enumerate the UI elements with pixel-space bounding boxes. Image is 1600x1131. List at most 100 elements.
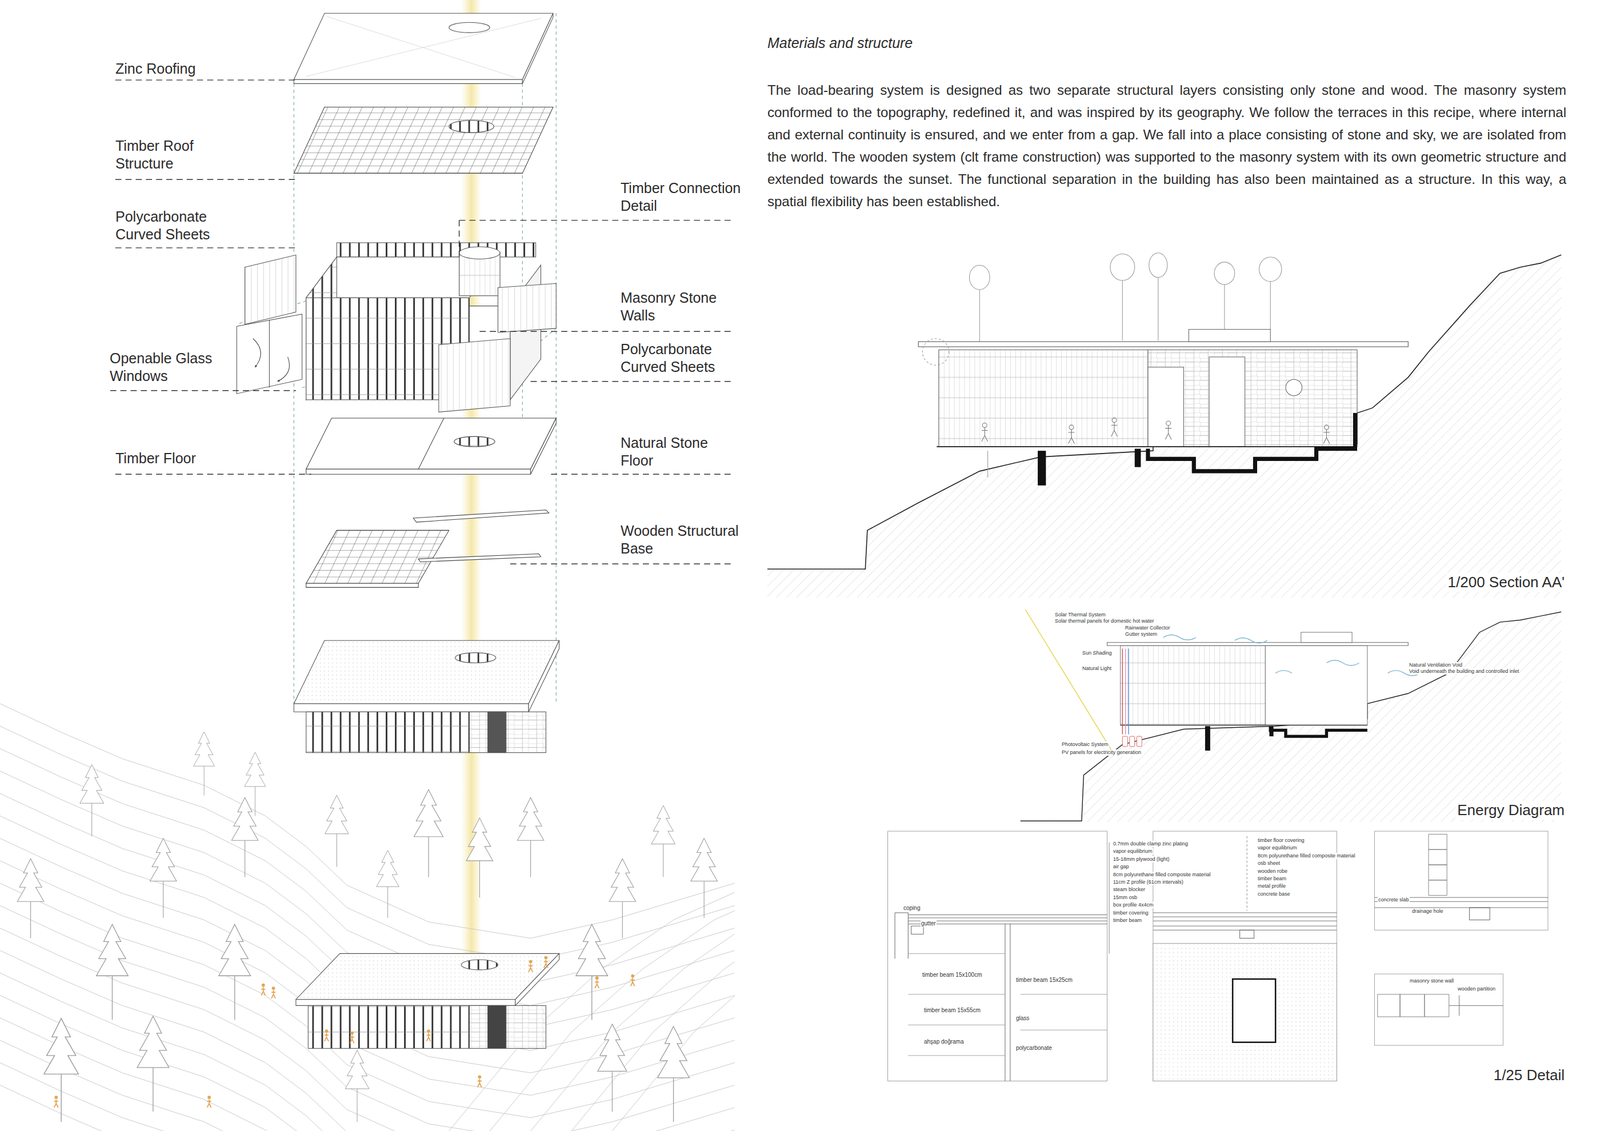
section-building-part xyxy=(1037,450,1046,486)
layer-label: osb sheet xyxy=(1257,860,1281,867)
energy-building-part xyxy=(1205,726,1211,751)
trees xyxy=(17,732,718,1123)
section-people-part xyxy=(1111,418,1118,437)
leader-lines xyxy=(110,80,735,564)
wall-layer-part xyxy=(438,338,511,413)
trees-part xyxy=(324,795,349,867)
section-ground-part xyxy=(767,254,1562,570)
trees-part xyxy=(137,1016,170,1112)
structural-base xyxy=(306,510,550,588)
detail-floor-part xyxy=(1153,943,1337,1082)
contour-lines-part xyxy=(449,892,735,1131)
trees-part xyxy=(345,1050,370,1123)
trees-part xyxy=(218,924,251,1020)
detail-floor-part xyxy=(1153,831,1337,1082)
section-trees-part xyxy=(1110,254,1135,281)
energy-note: Gutter system xyxy=(1124,631,1158,638)
detail-label: timber beam 15x100cm xyxy=(921,971,983,979)
detail-roof-edge-part xyxy=(1109,842,1110,955)
detail-floor-part xyxy=(1153,913,1337,931)
site-building-part xyxy=(469,1005,546,1049)
trees-part xyxy=(17,858,44,939)
trees-part xyxy=(609,858,636,939)
trees-part xyxy=(576,924,608,1020)
part-label: Zinc Roofing xyxy=(115,60,196,78)
section-trees-part xyxy=(969,265,990,290)
contour-lines-part xyxy=(0,816,735,1051)
detail-wall-base xyxy=(1374,831,1548,931)
energy-building-part xyxy=(1120,645,1266,726)
energy-building-part xyxy=(1136,736,1142,747)
energy-label: Natural Ventilation Void xyxy=(1408,662,1463,669)
people-part xyxy=(271,986,276,999)
section-people-part xyxy=(1068,425,1075,444)
trees-part xyxy=(96,924,129,1020)
structural-base-part xyxy=(306,530,450,584)
wall-layer-part xyxy=(253,338,261,368)
section-building xyxy=(918,329,1408,486)
contour-lines-part xyxy=(0,1085,735,1131)
layer-label: 8cm polyurethane filled composite materi… xyxy=(1112,872,1212,879)
energy-label: Rainwater Collector xyxy=(1124,625,1171,632)
contour-lines-part xyxy=(0,1040,735,1131)
part-label: Polycarbonate Curved Sheets xyxy=(620,340,735,376)
floor-layer-part xyxy=(306,469,531,475)
floor-layer-part xyxy=(530,418,557,475)
wall-layer xyxy=(236,242,556,412)
detail-floor-part xyxy=(1232,979,1276,1043)
section-ground-part xyxy=(767,254,1562,598)
detail-label: ahşap doğrama xyxy=(923,1038,965,1046)
contour-lines-part xyxy=(0,1062,735,1131)
wall-layer-part xyxy=(497,283,556,333)
part-label: Polycarbonate Curved Sheets xyxy=(115,208,230,244)
detail-roof-edge-part xyxy=(888,831,1108,1082)
section-building-part xyxy=(936,446,1358,448)
part-label: Wooden Structural Base xyxy=(620,522,752,558)
part-label: Masonry Stone Walls xyxy=(620,289,735,325)
timber-roof-grid-part xyxy=(293,106,554,174)
assembled-building xyxy=(293,640,559,753)
energy-building-part xyxy=(1301,632,1352,643)
energy-building-part xyxy=(1025,610,1115,756)
trees-part xyxy=(690,838,718,919)
detail-roof-edge-part xyxy=(894,913,908,959)
detail-roof-edge-part xyxy=(908,914,1107,924)
assembled-building-part xyxy=(528,640,560,712)
energy-building-part xyxy=(1120,725,1368,726)
section-building-part xyxy=(918,341,1408,347)
leader-lines-part xyxy=(115,79,296,80)
detail-floor xyxy=(1153,831,1337,1082)
section-people xyxy=(981,418,1330,444)
people-part xyxy=(350,1032,355,1044)
layer-label: steam blocker xyxy=(1112,886,1146,894)
detail-label: gutter xyxy=(920,920,937,928)
timber-roof-grid xyxy=(293,106,554,174)
zinc-roof xyxy=(293,13,554,84)
layer-label: 0.7mm double clamp zinc plating xyxy=(1112,841,1189,848)
site-building xyxy=(296,953,560,1049)
trees-part xyxy=(651,805,676,878)
detail-stone-joint-part xyxy=(1449,996,1504,1017)
section-building-part xyxy=(922,338,949,366)
detail-wall-base-part xyxy=(1469,908,1490,920)
trees-part xyxy=(517,797,544,878)
detail-roof-edge-part xyxy=(908,953,1107,1056)
assembled-building-part xyxy=(488,712,507,753)
leader-lines-part xyxy=(115,473,312,475)
section-building-part xyxy=(1148,413,1355,472)
detail-label: drainage hole xyxy=(1411,908,1444,915)
people xyxy=(54,956,635,1108)
site-building-part xyxy=(461,960,498,971)
detail-label: concrete slab xyxy=(1377,897,1410,904)
energy-label: Photovoltaic System xyxy=(1061,741,1110,748)
leader-lines-part xyxy=(479,331,735,332)
section-people-part xyxy=(981,423,988,442)
section-building-part xyxy=(1188,329,1271,342)
zinc-roof-part xyxy=(306,16,542,78)
trees-part xyxy=(231,797,258,878)
detail-label: timber beam 15x25cm xyxy=(1015,976,1074,984)
energy-building-part xyxy=(1265,645,1368,726)
contour-lines-part xyxy=(0,905,735,1131)
